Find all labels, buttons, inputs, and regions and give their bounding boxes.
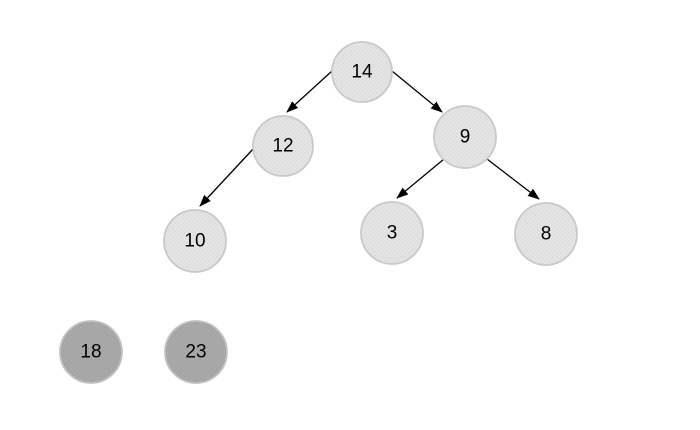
tree-node-23[interactable]: 23 — [164, 320, 228, 384]
node-circle — [360, 201, 424, 265]
tree-node-8[interactable]: 8 — [514, 202, 578, 266]
tree-node-10[interactable]: 10 — [163, 209, 227, 273]
tree-node-3[interactable]: 3 — [360, 201, 424, 265]
edge-14-9[interactable] — [391, 70, 443, 113]
node-circle — [164, 320, 228, 384]
node-circle — [252, 115, 314, 177]
tree-node-14[interactable]: 14 — [331, 41, 393, 103]
edge-9-8[interactable] — [486, 158, 540, 200]
tree-node-9[interactable]: 9 — [433, 105, 497, 169]
node-circle — [59, 320, 123, 384]
edge-14-12[interactable] — [286, 70, 333, 113]
node-circle — [433, 105, 497, 169]
edge-9-3[interactable] — [396, 158, 445, 199]
node-circle — [163, 209, 227, 273]
edge-12-10[interactable] — [199, 147, 255, 207]
node-circle — [331, 41, 393, 103]
tree-node-12[interactable]: 12 — [252, 115, 314, 177]
node-circle — [514, 202, 578, 266]
tree-node-18[interactable]: 18 — [59, 320, 123, 384]
